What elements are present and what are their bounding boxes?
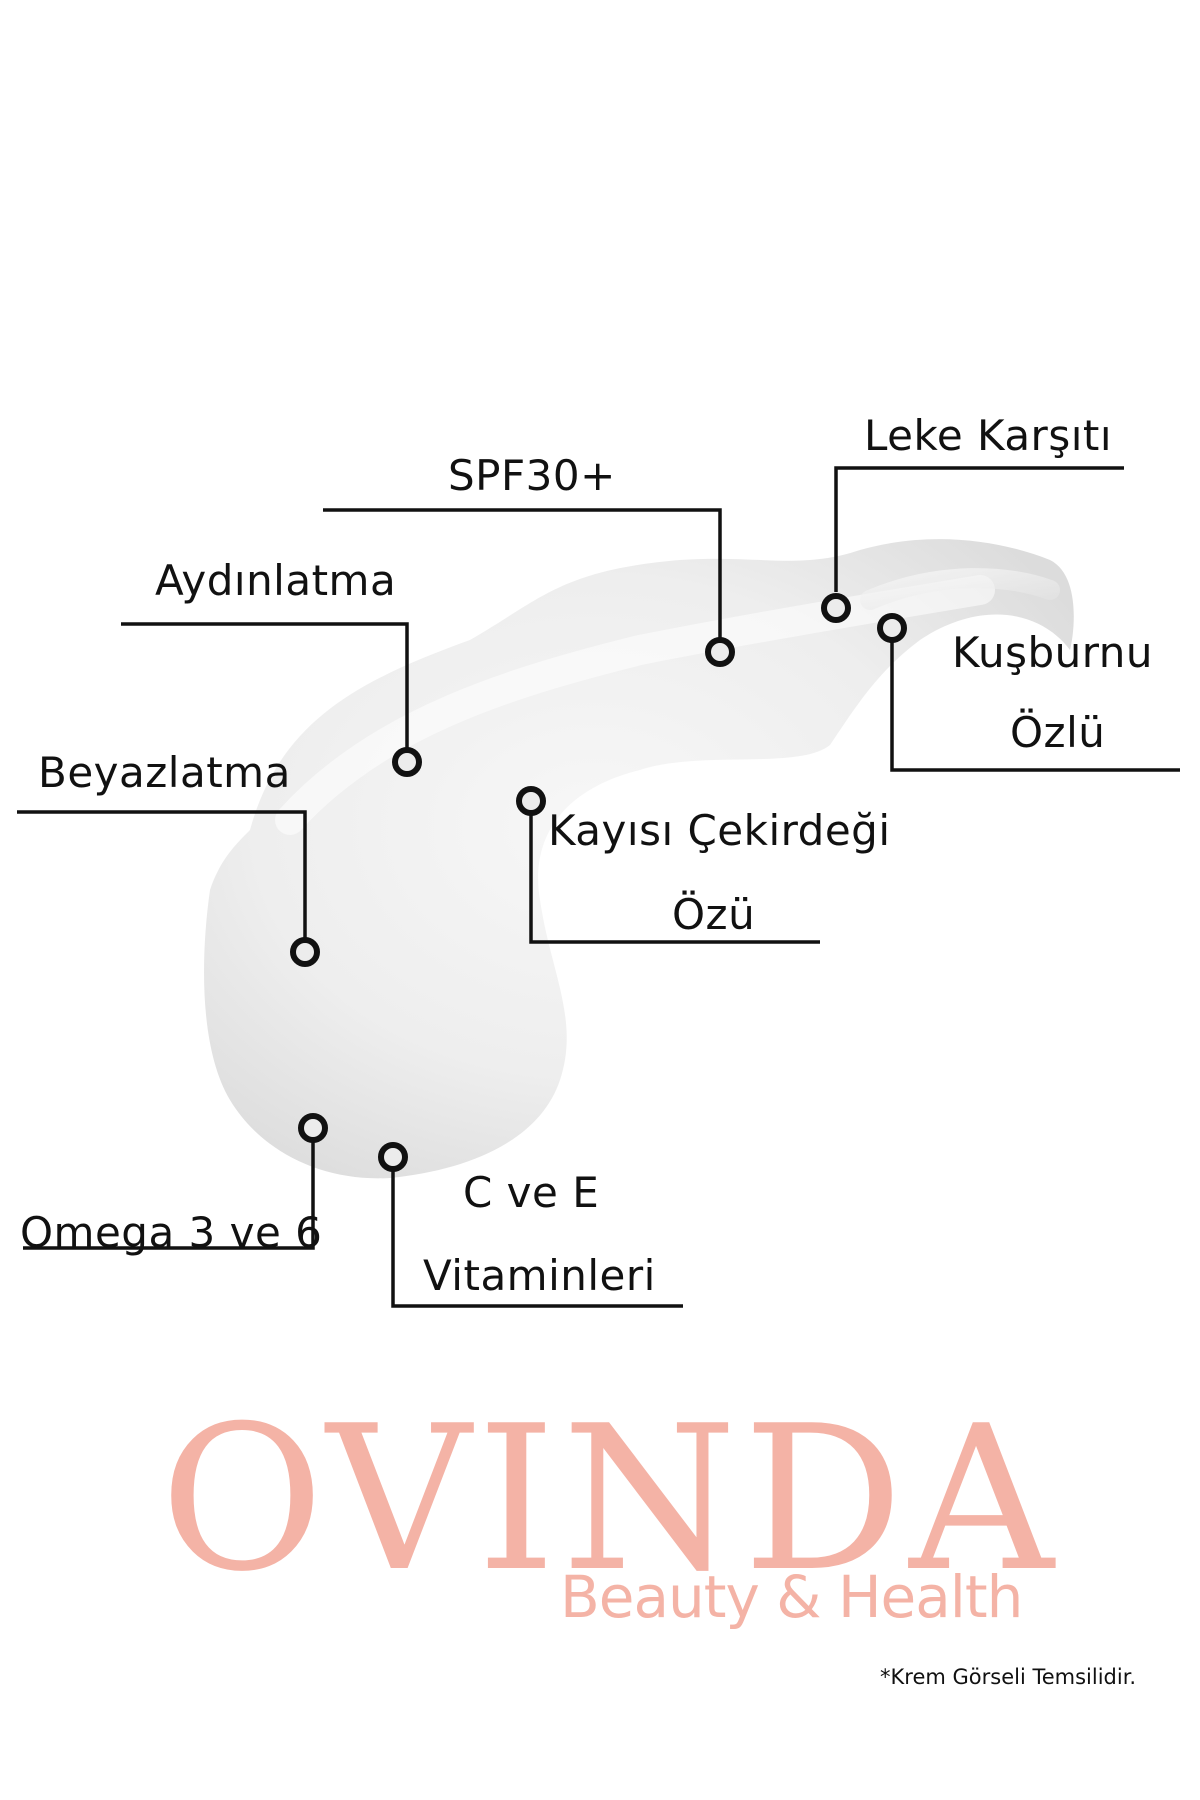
label-kusburnu-line2: Özlü bbox=[1010, 708, 1106, 757]
label-kusburnu-line1: Kuşburnu bbox=[952, 628, 1153, 677]
label-aydinlatma: Aydınlatma bbox=[155, 556, 397, 605]
dot-kayisi bbox=[516, 786, 546, 816]
dot-kusburnu bbox=[877, 613, 907, 643]
disclaimer-note: *Krem Görseli Temsilidir. bbox=[880, 1665, 1137, 1689]
label-kayisi-line2: Özü bbox=[672, 890, 756, 939]
dot-vitamin bbox=[378, 1142, 408, 1172]
dot-beyazlatma bbox=[290, 937, 320, 967]
dot-omega bbox=[298, 1113, 328, 1143]
label-leke-karsiti: Leke Karşıtı bbox=[864, 411, 1113, 460]
connector-lines bbox=[17, 466, 1180, 1308]
label-vitamin-line1: C ve E bbox=[463, 1168, 600, 1217]
brand-logo-title: OVINDA bbox=[160, 1383, 1060, 1616]
dot-aydinlatma bbox=[392, 747, 422, 777]
label-kayisi-line1: Kayısı Çekirdeği bbox=[548, 806, 891, 855]
label-spf: SPF30+ bbox=[448, 451, 616, 500]
label-beyazlatma: Beyazlatma bbox=[38, 748, 291, 797]
dot-spf bbox=[705, 637, 735, 667]
callout-dots bbox=[290, 593, 907, 1172]
brand-tagline: Beauty & Health bbox=[560, 1563, 1023, 1631]
label-vitamin-line2: Vitaminleri bbox=[423, 1251, 656, 1300]
dot-leke bbox=[821, 593, 851, 623]
label-omega: Omega 3 ve 6 bbox=[20, 1208, 323, 1257]
cream-swirl-shape bbox=[204, 539, 1074, 1179]
